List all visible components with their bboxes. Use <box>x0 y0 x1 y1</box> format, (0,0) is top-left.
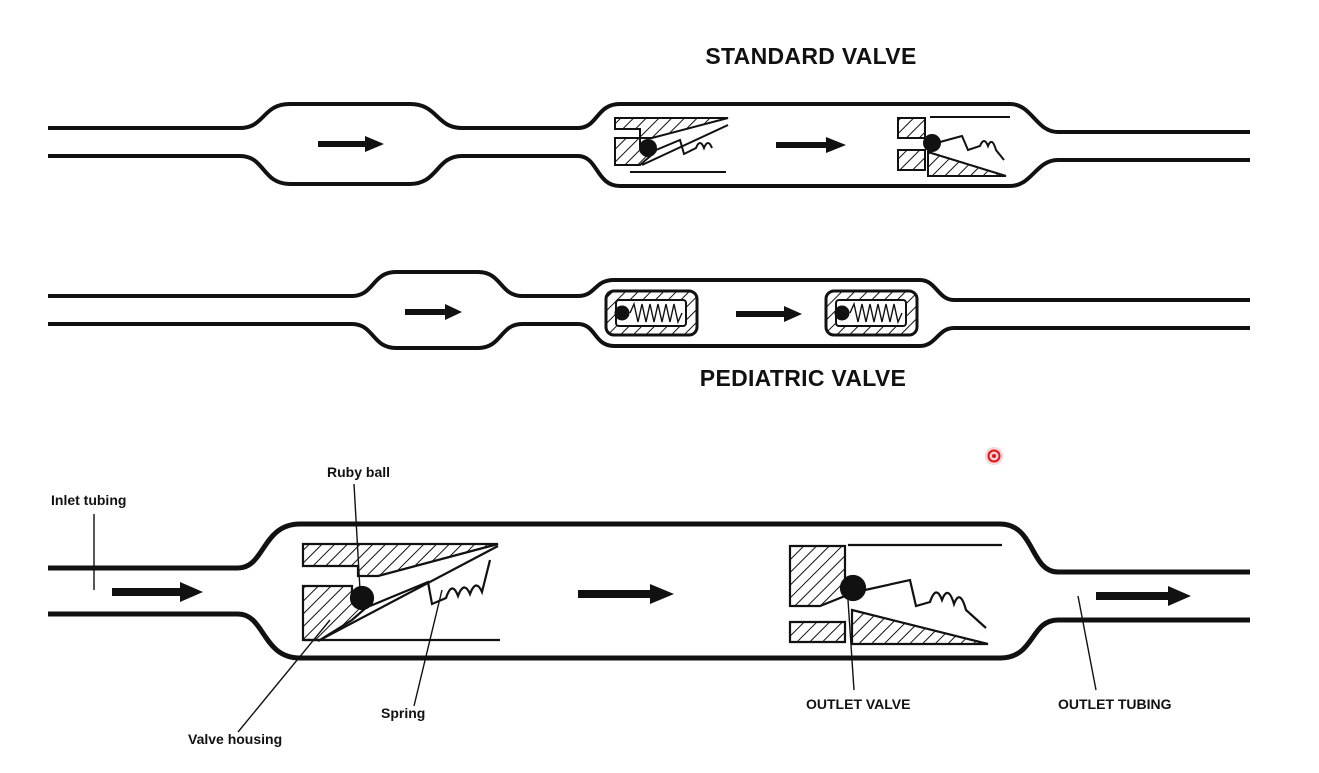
pediatric-flow-arrows <box>405 304 802 322</box>
pediatric-valve-assembly <box>48 270 1250 350</box>
detail-flow-arrows <box>112 582 1191 606</box>
pediatric-valve-title: PEDIATRIC VALVE <box>700 365 906 391</box>
inlet-tubing-label: Inlet tubing <box>51 492 126 508</box>
leader-lines <box>93 483 1097 733</box>
standard-inlet-valve <box>614 117 729 173</box>
inlet-flow-arrow-icon <box>112 582 203 602</box>
flow-arrow-icon <box>405 304 462 320</box>
flow-arrow-icon <box>318 136 384 152</box>
pediatric-outlet-valve <box>824 289 919 337</box>
pediatric-inlet-valve <box>604 289 699 337</box>
valve-housing-leader <box>237 619 331 733</box>
flow-arrow-icon <box>776 137 846 153</box>
outlet-tubing-label: OUTLET TUBING <box>1058 696 1172 712</box>
flow-arrow-icon <box>578 584 674 604</box>
detail-outlet-valve <box>788 543 1002 646</box>
standard-valve-title: STANDARD VALVE <box>705 43 916 69</box>
ruby-ball-label: Ruby ball <box>327 464 390 480</box>
pointer-dot <box>985 447 1003 465</box>
standard-outlet-valve <box>897 116 1010 177</box>
flow-arrow-icon <box>736 306 802 322</box>
standard-valve-assembly <box>48 102 1250 188</box>
spring-label: Spring <box>381 705 425 721</box>
outlet-valve-label: OUTLET VALVE <box>806 696 910 712</box>
outlet-tubing-leader <box>1077 595 1097 691</box>
spring-leader <box>413 589 443 707</box>
standard-flow-arrows <box>318 136 846 153</box>
outlet-valve-leader <box>847 599 855 691</box>
valve-housing-label: Valve housing <box>188 731 282 747</box>
detail-valve-assembly <box>48 521 1250 661</box>
outlet-flow-arrow-icon <box>1096 586 1191 606</box>
detail-inlet-valve <box>301 542 500 642</box>
ruby-ball-leader <box>353 483 361 591</box>
